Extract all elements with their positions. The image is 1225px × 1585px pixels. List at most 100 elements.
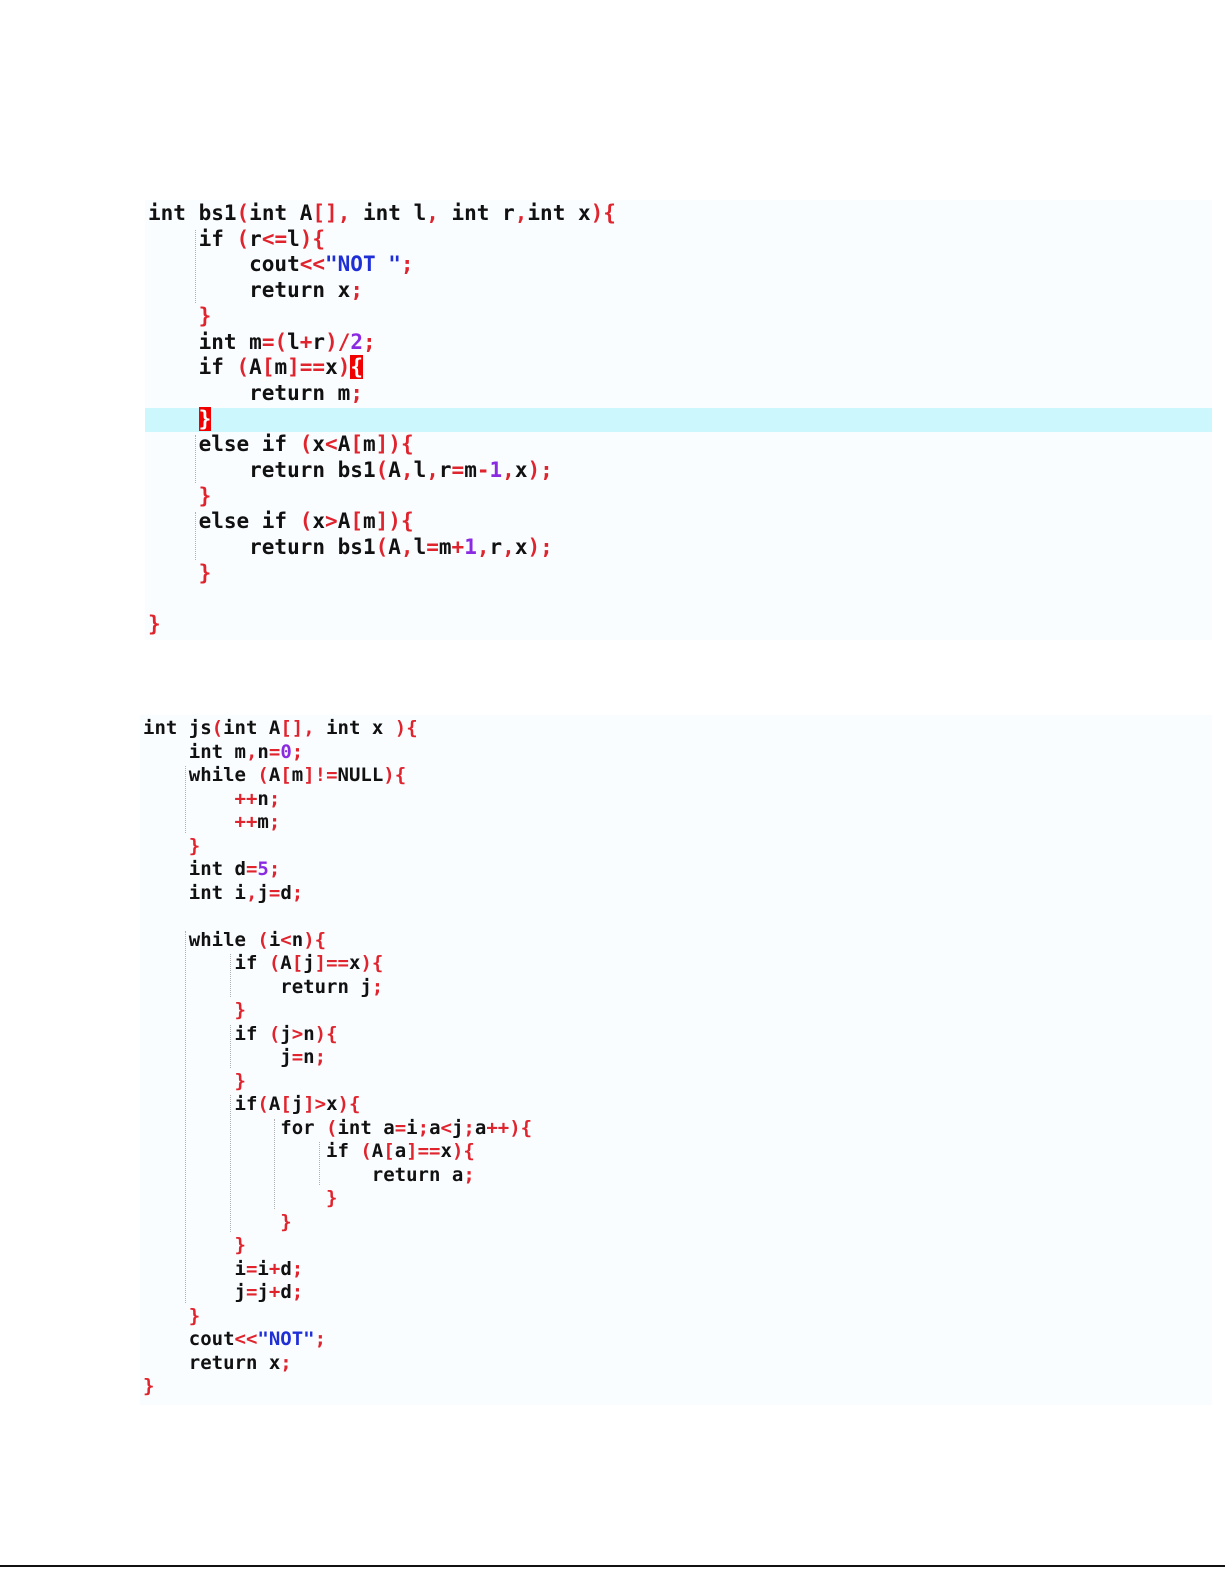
identifier-token: n bbox=[303, 1046, 315, 1068]
keyword-token: if bbox=[143, 952, 269, 974]
identifier-token: A bbox=[249, 355, 262, 380]
identifier-token: r bbox=[438, 458, 452, 482]
code-line: } bbox=[148, 560, 212, 586]
punctuation-token: << bbox=[299, 252, 326, 277]
code-line: return j; bbox=[143, 974, 383, 1000]
matched-brace: } bbox=[198, 406, 212, 431]
code-line: } bbox=[143, 1209, 291, 1235]
code-line: } bbox=[143, 833, 200, 859]
identifier-token: bs1 bbox=[337, 535, 376, 560]
identifier-token: m bbox=[234, 740, 246, 763]
punctuation-token: ; bbox=[350, 278, 363, 303]
identifier-token: j bbox=[257, 1281, 269, 1303]
identifier-token: r bbox=[249, 226, 262, 251]
identifier-token: bs1 bbox=[198, 201, 237, 225]
code-line: int i,j=d; bbox=[143, 880, 303, 906]
code-line: } bbox=[148, 406, 212, 432]
punctuation-token: } bbox=[148, 303, 212, 328]
code-snippet-js: int js(int A[], int x ){ int m,n=0; whil… bbox=[0, 715, 1225, 1405]
code-line: return x; bbox=[148, 277, 363, 303]
punctuation-token: , bbox=[514, 201, 528, 225]
code-line: j=j+d; bbox=[143, 1279, 304, 1305]
identifier-token: cout bbox=[143, 1328, 235, 1350]
code-line: while (A[m]!=NULL){ bbox=[143, 762, 406, 788]
punctuation-token: ; bbox=[314, 1328, 327, 1350]
code-line: } bbox=[143, 1303, 200, 1329]
punctuation-token: < bbox=[325, 432, 338, 457]
punctuation-token: ; bbox=[463, 1116, 475, 1139]
string-token: "NOT" bbox=[257, 1328, 315, 1350]
punctuation-token: ( bbox=[211, 717, 224, 739]
punctuation-token: ){ bbox=[360, 952, 384, 974]
punctuation-token: ( bbox=[257, 1093, 269, 1115]
code-line: while (i<n){ bbox=[143, 927, 326, 953]
identifier-token: l bbox=[287, 329, 300, 354]
punctuation-token: > bbox=[291, 1022, 304, 1045]
keyword-token: return bbox=[148, 278, 338, 303]
punctuation-token: = bbox=[245, 1281, 258, 1303]
code-line: } bbox=[148, 611, 161, 637]
punctuation-token: = bbox=[245, 858, 258, 880]
punctuation-token: ; bbox=[268, 811, 281, 833]
identifier-token: m bbox=[363, 509, 376, 534]
identifier-token: i bbox=[268, 928, 281, 951]
punctuation-token: ); bbox=[527, 458, 553, 482]
identifier-token: x bbox=[371, 717, 395, 739]
code-snippet-bs1: int bs1(int A[], int l, int r,int x){ if… bbox=[0, 200, 1225, 640]
keyword-token: int bbox=[362, 201, 414, 225]
punctuation-token: ( bbox=[299, 432, 313, 457]
code-line: } bbox=[148, 303, 212, 329]
identifier-token: a bbox=[451, 1163, 464, 1186]
punctuation-token: = bbox=[451, 458, 465, 482]
identifier-token: d bbox=[280, 1281, 292, 1303]
indent-guide bbox=[194, 229, 196, 303]
identifier-token: m bbox=[257, 811, 269, 833]
punctuation-token: ( bbox=[236, 201, 250, 225]
keyword-token: int bbox=[337, 1116, 384, 1139]
code-line: if(A[j]>x){ bbox=[143, 1091, 361, 1117]
code-line: } bbox=[143, 1185, 337, 1211]
keyword-token: else if bbox=[148, 509, 300, 534]
code-line: return x; bbox=[143, 1350, 292, 1376]
identifier-token: m bbox=[291, 764, 304, 786]
identifier-token: i bbox=[406, 1116, 418, 1139]
code-line: i=i+d; bbox=[143, 1256, 304, 1282]
identifier-token: A bbox=[388, 535, 401, 560]
keyword-token: else if bbox=[148, 432, 300, 457]
punctuation-token: , bbox=[502, 458, 515, 482]
identifier-token: A bbox=[268, 764, 281, 786]
number-token: 5 bbox=[257, 858, 269, 880]
identifier-token: l bbox=[413, 458, 427, 482]
punctuation-token: ; bbox=[314, 1046, 327, 1068]
identifier-token: x bbox=[514, 458, 528, 482]
punctuation-token: ){ bbox=[299, 226, 326, 251]
indent-guide bbox=[194, 512, 196, 560]
punctuation-token: - bbox=[476, 458, 490, 482]
keyword-token: while bbox=[143, 764, 258, 786]
identifier-token: j bbox=[143, 1281, 246, 1303]
punctuation-token: , bbox=[400, 458, 414, 482]
punctuation-token: ( bbox=[257, 764, 269, 786]
punctuation-token: ( bbox=[375, 458, 389, 482]
identifier-token: x bbox=[348, 952, 361, 974]
identifier-token: x bbox=[440, 1140, 452, 1162]
punctuation-token: } bbox=[143, 1187, 338, 1209]
punctuation-token: ( bbox=[299, 509, 313, 534]
number-token: 1 bbox=[464, 535, 477, 560]
code-line: cout<<"NOT "; bbox=[148, 251, 413, 277]
identifier-token: j bbox=[143, 1046, 292, 1068]
identifier-token: A bbox=[371, 1140, 384, 1162]
keyword-token: if bbox=[148, 226, 237, 251]
identifier-token: x bbox=[312, 509, 326, 534]
indent-guide bbox=[194, 435, 196, 483]
punctuation-token: + bbox=[268, 1257, 281, 1280]
keyword-token: return bbox=[148, 380, 338, 405]
code-line: ++n; bbox=[143, 786, 281, 812]
identifier-token bbox=[148, 407, 199, 431]
keyword-token: int bbox=[148, 201, 199, 225]
string-token: "NOT " bbox=[325, 252, 401, 277]
keyword-token: int bbox=[143, 740, 235, 763]
identifier-token: NULL bbox=[337, 764, 384, 786]
code-line: return a; bbox=[143, 1162, 475, 1188]
indent-guide bbox=[185, 930, 187, 1303]
